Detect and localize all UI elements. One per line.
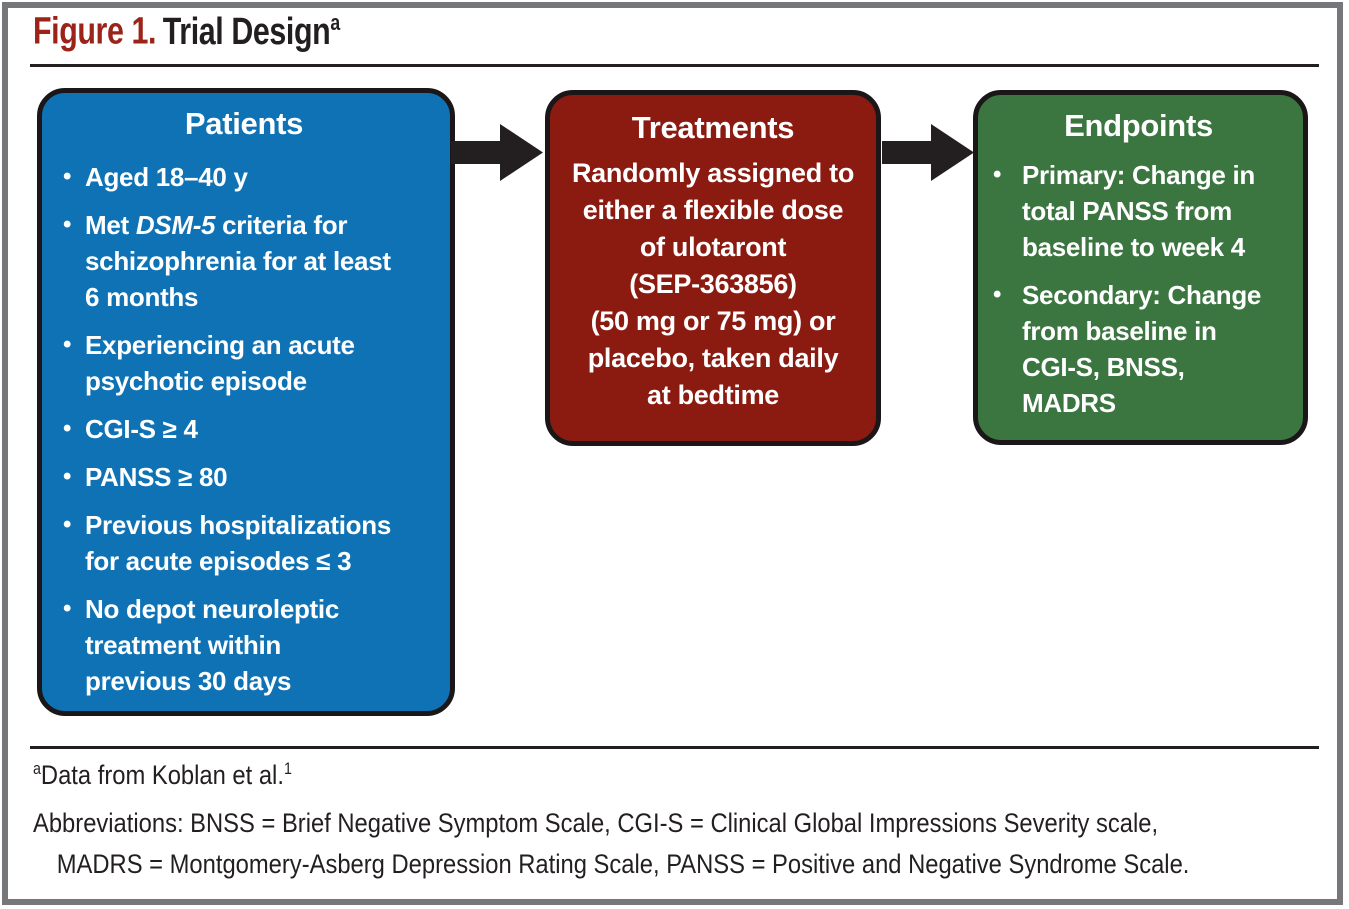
patients-bullet-hospitalizations: • Previous hospitalizations for acute ep… (42, 507, 446, 579)
footnote-source-text: Data from Koblan et al. (40, 760, 284, 790)
arrow-right-icon (882, 124, 974, 181)
bullet-dot-icon: • (993, 281, 1002, 308)
bullet-dot-icon: • (63, 595, 72, 622)
patients-bullet-depot-text: No depot neuroleptic treatment within pr… (85, 594, 340, 696)
patients-bullet-panss-text: PANSS ≥ 80 (85, 462, 228, 492)
figure-label: Figure 1. (33, 10, 157, 53)
endpoints-box: Endpoints • Primary: Change in total PAN… (973, 90, 1308, 445)
endpoints-box-title: Endpoints (1064, 108, 1213, 143)
patients-box: Patients • Aged 18–40 y • Met DSM-5 crit… (37, 88, 455, 716)
patients-bullet-depot: • No depot neuroleptic treatment within … (42, 591, 446, 699)
figure-title: Trial Design (162, 10, 331, 53)
endpoints-bullet-secondary-text: Secondary: Change from baseline in CGI-S… (1022, 280, 1262, 418)
bullet-dot-icon: • (993, 161, 1002, 188)
patients-box-title: Patients (184, 106, 304, 141)
dsm5-suffix: criteria for schizophrenia for at least … (85, 210, 391, 312)
bullet-dot-icon: • (63, 331, 72, 358)
footnote-superscript-a: a (33, 760, 41, 778)
endpoints-bullet-list: • Primary: Change in total PANSS from ba… (978, 157, 1299, 421)
dsm5-italic: DSM-5 (135, 210, 216, 240)
endpoints-bullet-primary-text: Primary: Change in total PANSS from base… (1022, 160, 1255, 262)
dsm5-prefix: Met (85, 210, 136, 240)
footnote-data-source: aData from Koblan et al.1 (33, 760, 292, 791)
patients-bullet-age: • Aged 18–40 y (42, 159, 446, 195)
figure-header: Figure 1.Trial Designa (33, 10, 340, 54)
patients-bullet-dsm5: • Met DSM-5 criteria for schizophrenia f… (42, 207, 446, 315)
bullet-dot-icon: • (63, 415, 72, 442)
footnote-abbreviations: Abbreviations: BNSS = Brief Negative Sym… (33, 803, 1189, 885)
bullet-dot-icon: • (63, 511, 72, 538)
patients-bullet-cgis-text: CGI-S ≥ 4 (85, 414, 198, 444)
abbreviations-line-2: MADRS = Montgomery-Asberg Depression Rat… (56, 849, 1190, 879)
bullet-dot-icon: • (63, 163, 72, 190)
patients-bullet-episode-text: Experiencing an acute psychotic episode (85, 330, 355, 396)
arrow-right-icon (451, 124, 543, 181)
patients-bullet-list: • Aged 18–40 y • Met DSM-5 criteria for … (42, 159, 446, 699)
abbreviations-line-1: Abbreviations: BNSS = Brief Negative Sym… (33, 808, 1159, 838)
bullet-dot-icon: • (63, 211, 72, 238)
endpoints-bullet-primary: • Primary: Change in total PANSS from ba… (978, 157, 1299, 265)
treatments-body-text: Randomly assigned to either a flexible d… (571, 158, 855, 410)
patients-bullet-age-text: Aged 18–40 y (85, 162, 248, 192)
patients-bullet-cgis: • CGI-S ≥ 4 (42, 411, 446, 447)
footnote-reference-number: 1 (283, 760, 292, 778)
footer-divider (30, 746, 1319, 749)
patients-bullet-episode: • Experiencing an acute psychotic episod… (42, 327, 446, 399)
treatments-box: Treatments Randomly assigned to either a… (545, 90, 881, 446)
bullet-dot-icon: • (63, 463, 72, 490)
title-divider (30, 64, 1319, 67)
patients-bullet-hospitalizations-text: Previous hospitalizations for acute epis… (85, 510, 392, 576)
endpoints-bullet-secondary: • Secondary: Change from baseline in CGI… (978, 277, 1299, 421)
patients-bullet-panss: • PANSS ≥ 80 (42, 459, 446, 495)
patients-bullet-dsm5-text: Met DSM-5 criteria for schizophrenia for… (85, 207, 391, 315)
figure-title-superscript: a (330, 10, 340, 35)
treatments-box-title: Treatments (631, 110, 795, 145)
